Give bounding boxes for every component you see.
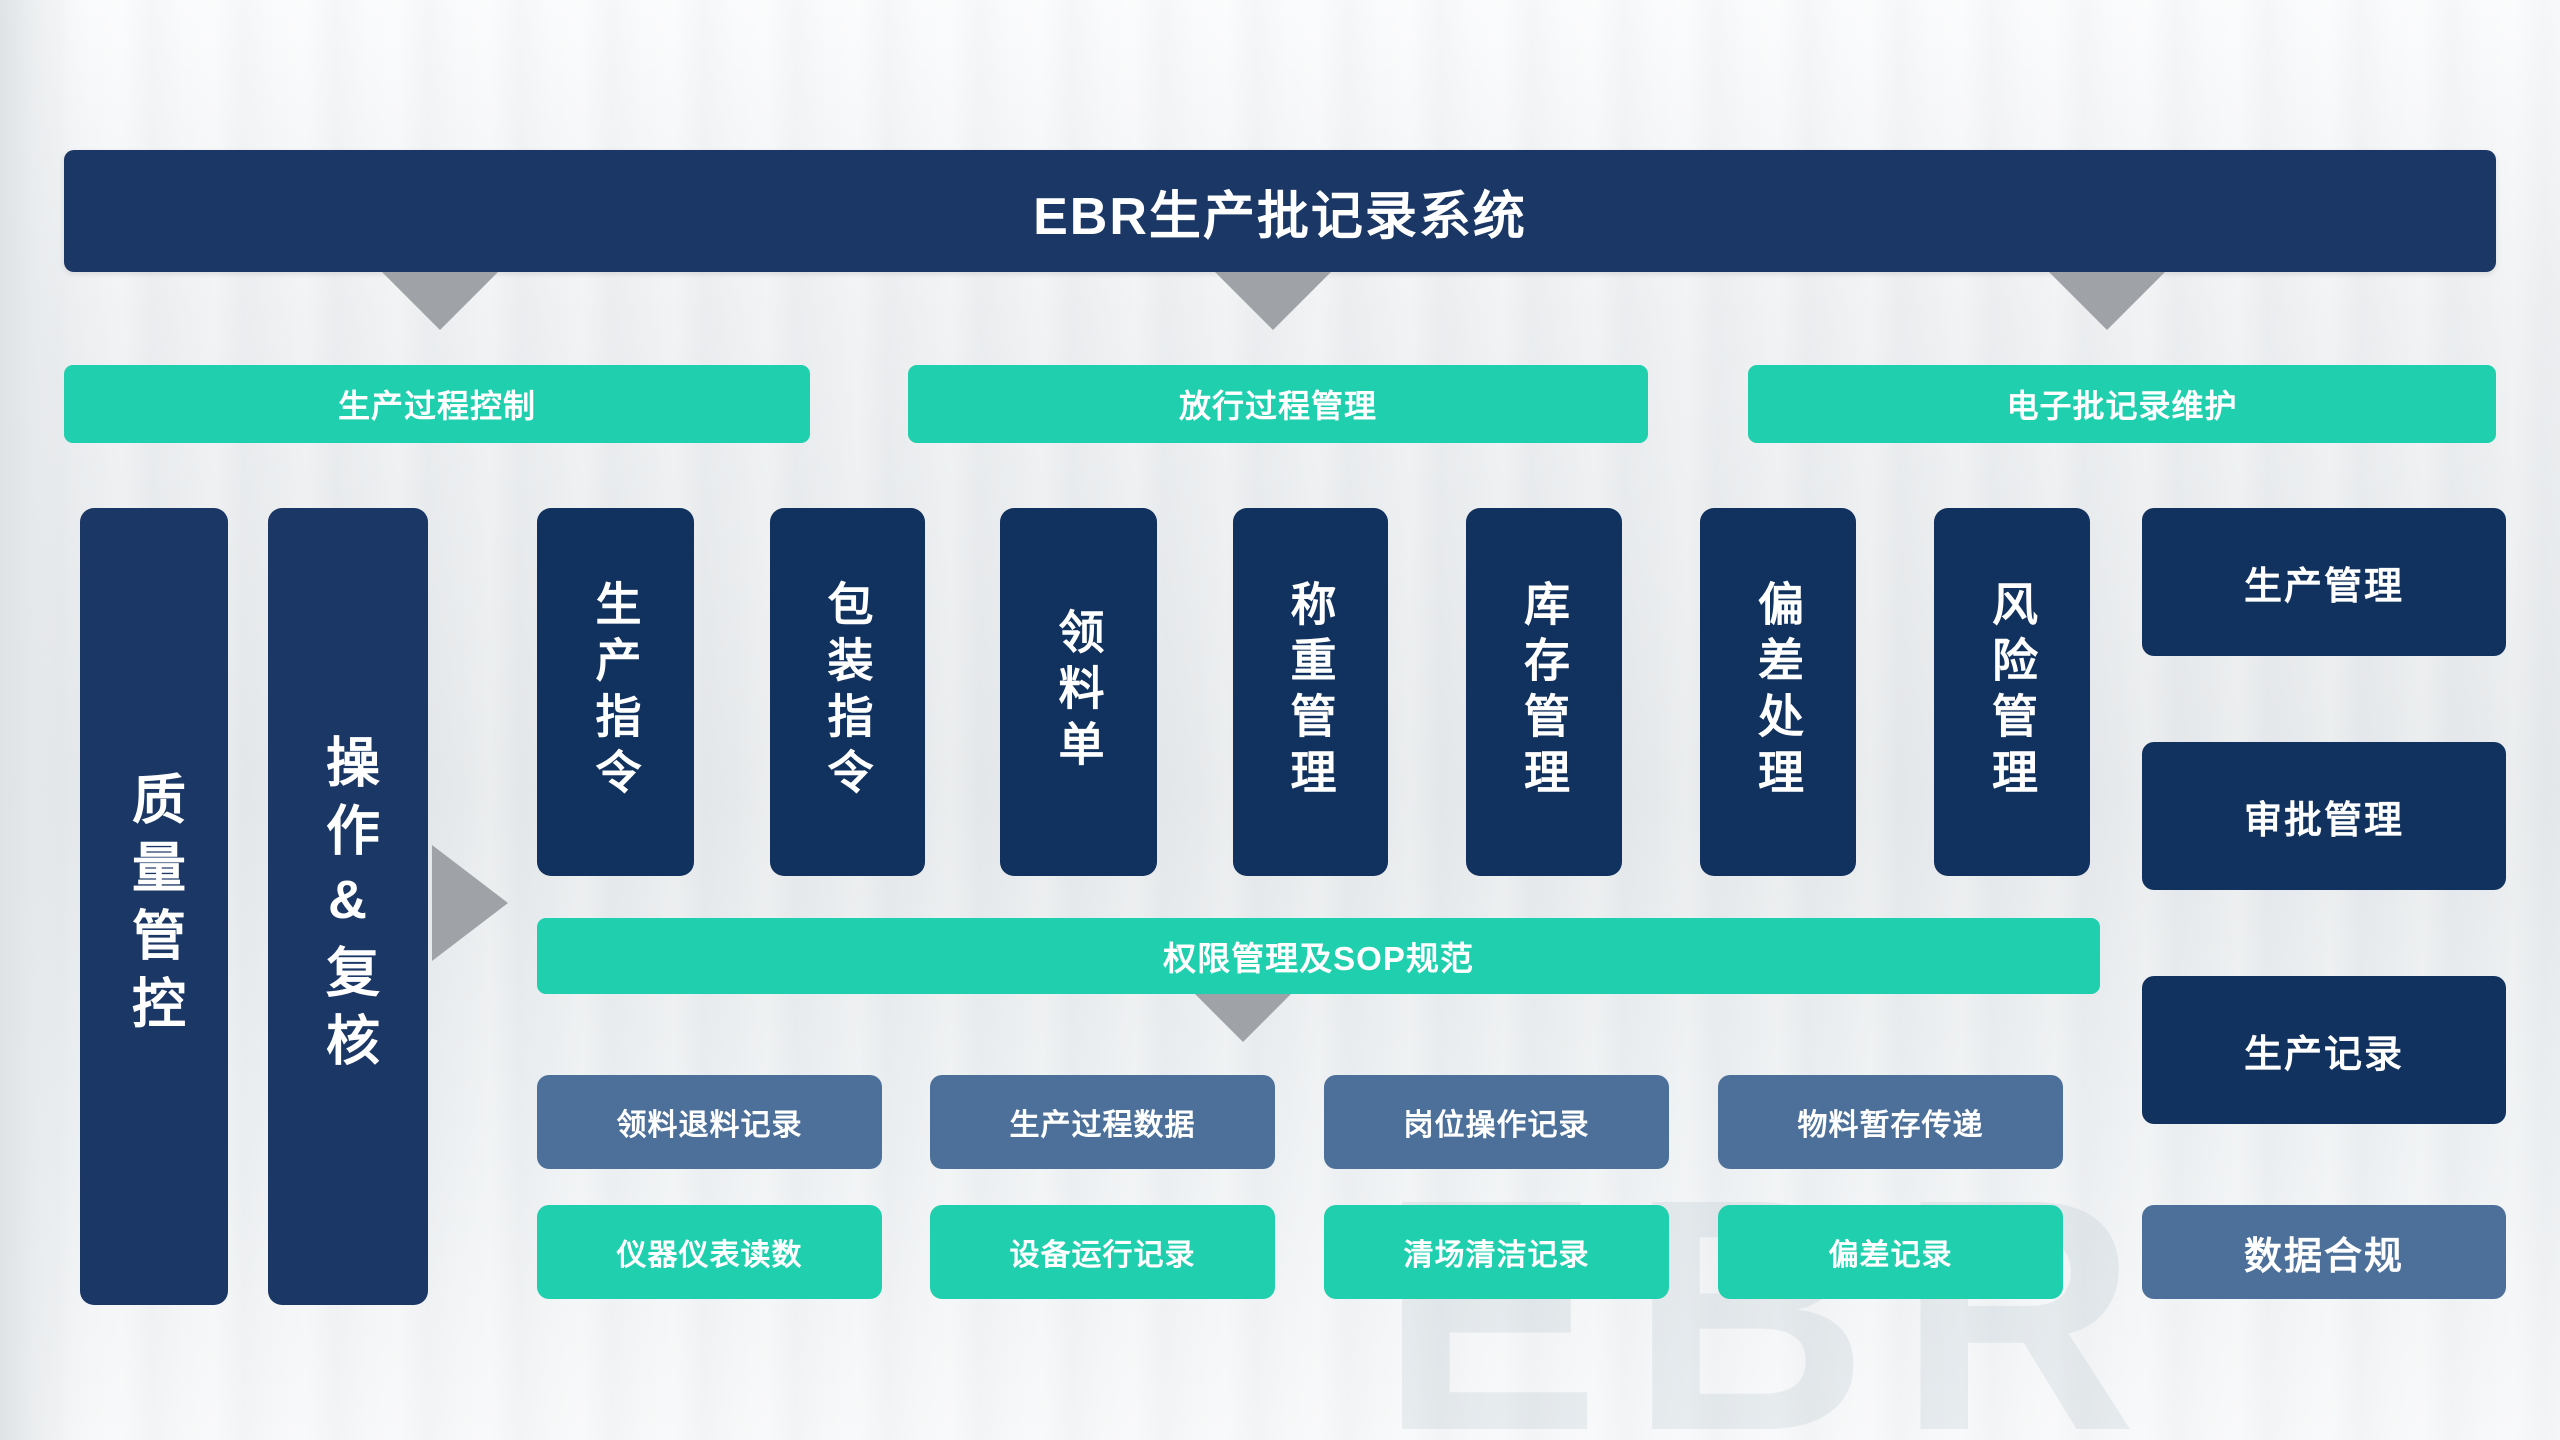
section-header-production-control[interactable]: 生产过程控制 [64, 365, 810, 443]
record-chip-material-issue-return[interactable]: 领料退料记录 [537, 1075, 882, 1169]
sop-permission-bar[interactable]: 权限管理及SOP规范 [537, 918, 2100, 994]
module-card-weighing-management[interactable]: 称重管理 [1233, 508, 1388, 876]
arrow-down-icon-3 [2049, 272, 2165, 330]
module-card-deviation-handling[interactable]: 偏差处理 [1700, 508, 1856, 876]
record-chip-line-clearance-cleaning[interactable]: 清场清洁记录 [1324, 1205, 1669, 1299]
right-card-data-compliance[interactable]: 数据合规 [2142, 1205, 2506, 1299]
section-header-ebr-maintenance[interactable]: 电子批记录维护 [1748, 365, 2496, 443]
module-card-material-requisition[interactable]: 领料单 [1000, 508, 1157, 876]
record-chip-material-staging-transfer[interactable]: 物料暂存传递 [1718, 1075, 2063, 1169]
module-card-packaging-order[interactable]: 包装指令 [770, 508, 925, 876]
arrow-down-icon-sop [1195, 994, 1291, 1042]
module-card-inventory-management[interactable]: 库存管理 [1466, 508, 1622, 876]
right-card-production-records[interactable]: 生产记录 [2142, 976, 2506, 1124]
arrow-right-icon [432, 845, 508, 961]
page-title: EBR生产批记录系统 [1033, 187, 1527, 246]
record-chip-station-operation-log[interactable]: 岗位操作记录 [1324, 1075, 1669, 1169]
module-card-risk-management[interactable]: 风险管理 [1934, 508, 2090, 876]
right-card-approval-management[interactable]: 审批管理 [2142, 742, 2506, 890]
system-title-bar: EBR生产批记录系统 [64, 150, 2496, 272]
right-card-production-management[interactable]: 生产管理 [2142, 508, 2506, 656]
section-header-release-management[interactable]: 放行过程管理 [908, 365, 1648, 443]
background-left-gradient [0, 0, 70, 1440]
vertical-column-operation-review[interactable]: 操作&复核 [268, 508, 428, 1305]
arrow-down-icon-1 [382, 272, 498, 330]
vertical-column-quality-control[interactable]: 质量管控 [80, 508, 228, 1305]
arrow-down-icon-2 [1215, 272, 1331, 330]
record-chip-equipment-operation-log[interactable]: 设备运行记录 [930, 1205, 1275, 1299]
module-card-production-order[interactable]: 生产指令 [537, 508, 694, 876]
record-chip-production-process-data[interactable]: 生产过程数据 [930, 1075, 1275, 1169]
record-chip-instrument-readings[interactable]: 仪器仪表读数 [537, 1205, 882, 1299]
record-chip-deviation-record[interactable]: 偏差记录 [1718, 1205, 2063, 1299]
